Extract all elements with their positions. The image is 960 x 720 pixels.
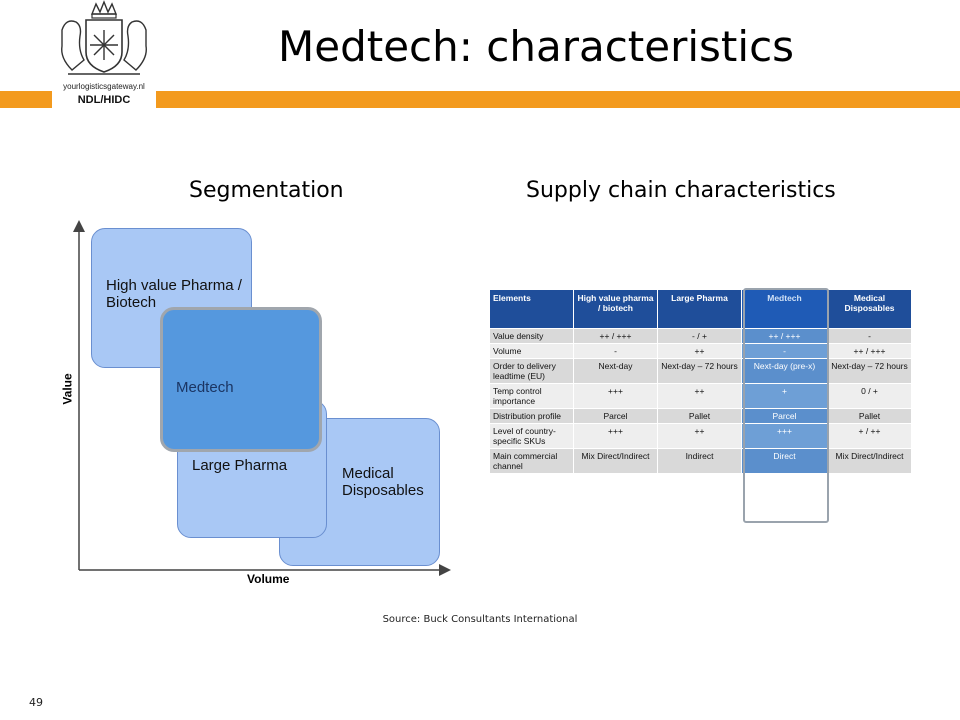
table-cell-medtech: +: [741, 383, 828, 409]
page-number: 49: [29, 696, 43, 709]
table-header-row: Elements High value pharma / biotech Lar…: [489, 289, 912, 329]
box-medical-disposables-label: Medical Disposables: [342, 465, 424, 499]
table-cell: Indirect: [657, 448, 742, 474]
table-row: Level of country-specific SKUs +++ ++ ++…: [489, 423, 912, 449]
table-cell: -: [827, 328, 912, 344]
crest-icon: [61, 0, 147, 75]
table-cell: Next-day: [573, 358, 658, 384]
header-accent-bar: [0, 91, 960, 108]
logo-code: NDL/HIDC: [77, 94, 131, 106]
table-cell-medtech: ++ / +++: [741, 328, 828, 344]
table-row: Volume - ++ - ++ / +++: [489, 343, 912, 359]
table-row: Order to delivery leadtime (EU) Next-day…: [489, 358, 912, 384]
table-cell: 0 / +: [827, 383, 912, 409]
x-axis-label: Volume: [247, 572, 290, 586]
table-cell: -: [573, 343, 658, 359]
supply-chain-heading: Supply chain characteristics: [526, 178, 836, 203]
segmentation-heading: Segmentation: [189, 178, 344, 203]
table-cell: Value density: [489, 328, 574, 344]
table-cell: Next-day – 72 hours: [827, 358, 912, 384]
table-cell-medtech: Direct: [741, 448, 828, 474]
table-cell: Next-day – 72 hours: [657, 358, 742, 384]
box-large-pharma-label: Large Pharma: [192, 457, 288, 474]
supply-chain-table: Elements High value pharma / biotech Lar…: [489, 289, 912, 474]
box-medtech: Medtech: [160, 307, 322, 452]
table-cell: +++: [573, 423, 658, 449]
table-cell-medtech: Parcel: [741, 408, 828, 424]
logo: [52, 0, 156, 118]
table-cell: Distribution profile: [489, 408, 574, 424]
col-header-medtech: Medtech: [741, 289, 828, 329]
page-title: Medtech: characteristics: [278, 22, 795, 71]
axes: [73, 220, 451, 576]
table-cell: Parcel: [573, 408, 658, 424]
table-row: Temp control importance +++ ++ + 0 / +: [489, 383, 912, 409]
col-header: Medical Disposables: [827, 289, 912, 329]
table-row: Distribution profile Parcel Pallet Parce…: [489, 408, 912, 424]
table-cell-medtech: Next-day (pre-x): [741, 358, 828, 384]
table-cell: Mix Direct/Indirect: [573, 448, 658, 474]
table-cell: ++: [657, 383, 742, 409]
table-cell: Temp control importance: [489, 383, 574, 409]
table-cell-medtech: +++: [741, 423, 828, 449]
y-axis-label: Value: [60, 373, 75, 405]
table-cell: Mix Direct/Indirect: [827, 448, 912, 474]
box-medtech-label: Medtech: [176, 379, 234, 396]
table-cell: + / ++: [827, 423, 912, 449]
table-cell: Order to delivery leadtime (EU): [489, 358, 574, 384]
col-header: Elements: [489, 289, 574, 329]
table-cell: ++ / +++: [573, 328, 658, 344]
table-cell: Pallet: [657, 408, 742, 424]
table-cell: ++: [657, 423, 742, 449]
table-cell: - / +: [657, 328, 742, 344]
col-header: High value pharma / biotech: [573, 289, 658, 329]
table-cell: Main commercial channel: [489, 448, 574, 474]
source-note: Source: Buck Consultants International: [382, 614, 578, 625]
table-cell: ++ / +++: [827, 343, 912, 359]
table-row: Value density ++ / +++ - / + ++ / +++ -: [489, 328, 912, 344]
table-cell: ++: [657, 343, 742, 359]
table-cell: Volume: [489, 343, 574, 359]
table-cell: Pallet: [827, 408, 912, 424]
logo-url-text: yourlogisticsgateway.nl: [63, 82, 145, 91]
segmentation-diagram: High value Pharma / Biotech Medical Disp…: [60, 220, 460, 590]
box-high-value-label: High value Pharma / Biotech: [106, 277, 242, 311]
col-header: Large Pharma: [657, 289, 742, 329]
table-cell: +++: [573, 383, 658, 409]
table-cell: Level of country-specific SKUs: [489, 423, 574, 449]
table-row: Main commercial channel Mix Direct/Indir…: [489, 448, 912, 474]
table-cell-medtech: -: [741, 343, 828, 359]
